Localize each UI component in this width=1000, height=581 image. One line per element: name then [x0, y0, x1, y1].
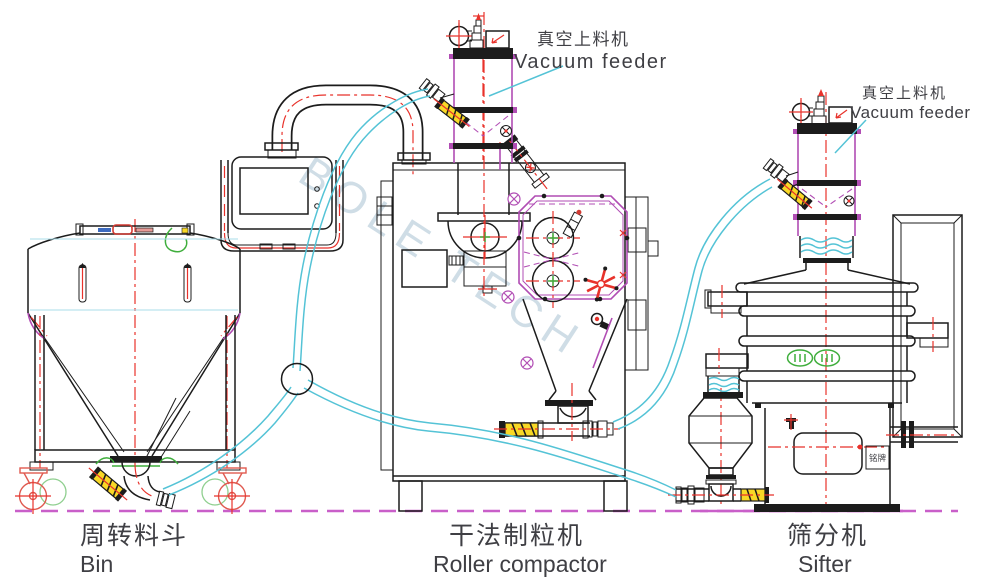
sifter-base-panel — [793, 432, 863, 475]
feeder1-label-zh: 真空上料机 — [537, 30, 630, 49]
bin-label-zh: 周转料斗 — [80, 522, 188, 550]
vacuum-feeder-2 — [762, 89, 861, 263]
feeder1-side-wheel — [500, 125, 512, 137]
bin-lid — [75, 223, 195, 253]
caster-wheel-right — [201, 467, 250, 514]
chain-guide — [562, 209, 584, 239]
hose-junction-to-feeder1 — [292, 88, 431, 372]
fan-star — [583, 266, 619, 302]
feeder2-label-en: Vacuum feeder — [850, 103, 971, 122]
feeder1-yellow-valve — [433, 97, 470, 129]
feeder2-side-wheel — [843, 195, 855, 207]
roller-frame — [516, 193, 630, 302]
feeder2-bellows — [799, 236, 854, 263]
back-panel — [892, 214, 963, 438]
clamp-knob — [501, 192, 534, 370]
sifter-lower-outlet — [705, 348, 749, 377]
bin-hook — [164, 227, 188, 253]
eye-bolt — [590, 312, 611, 331]
bin-label-en: Bin — [80, 551, 113, 577]
bin-discharge — [88, 456, 179, 510]
roller-lower — [526, 254, 580, 308]
feeder2-label-zh: 真空上料机 — [862, 84, 947, 102]
feeder1-top-valve — [469, 13, 484, 49]
hmi-button — [314, 186, 320, 192]
sifter-base-pipe — [886, 421, 958, 448]
sifter-right-outlet — [906, 317, 949, 352]
hoses — [162, 88, 773, 498]
feeder2-inlet-coupling — [762, 157, 790, 183]
brand-badge — [786, 349, 841, 367]
compactor-label-zh: 干法制粒机 — [449, 522, 584, 550]
hose-compactor-to-feeder2 — [612, 178, 773, 430]
bin-handle-slot — [183, 263, 192, 303]
feeder2-top-valve — [811, 89, 827, 125]
sifter-bolt — [784, 414, 798, 430]
hose-junction-to-cyclone — [303, 379, 677, 498]
bin-yellow-valve — [88, 466, 128, 502]
sifter-label-zh: 筛分机 — [787, 522, 868, 550]
sifter-upper-outlet — [704, 285, 748, 318]
feeder1-label-en: Vacuum feeder — [514, 51, 668, 73]
transfer-pipe — [264, 84, 431, 178]
hose-bin-to-junction — [162, 386, 299, 496]
control-panel — [220, 149, 344, 252]
feeder2-yellow-valve — [776, 177, 813, 211]
cyclone-receiver — [668, 376, 774, 507]
vacuum-feeder-1 — [418, 13, 517, 163]
caster-wheel-left — [15, 467, 67, 514]
bin-handle-slot — [78, 263, 87, 303]
leader-feeder1 — [488, 65, 564, 97]
motor-box — [401, 249, 448, 288]
compactor-label-en: Roller compactor — [433, 551, 607, 577]
nameplate-box — [865, 445, 890, 470]
sifter-label-en: Sifter — [798, 551, 852, 577]
leader-feeder2 — [834, 119, 867, 154]
sifter-group: 铭牌 — [704, 262, 958, 512]
roller-compactor-group — [376, 12, 659, 512]
nameplate-text: 铭牌 — [869, 453, 887, 463]
bin-group — [15, 219, 250, 514]
hose-junction-ring — [280, 362, 314, 396]
cyclone-bellows — [707, 376, 740, 393]
hmi-screen — [239, 167, 309, 215]
